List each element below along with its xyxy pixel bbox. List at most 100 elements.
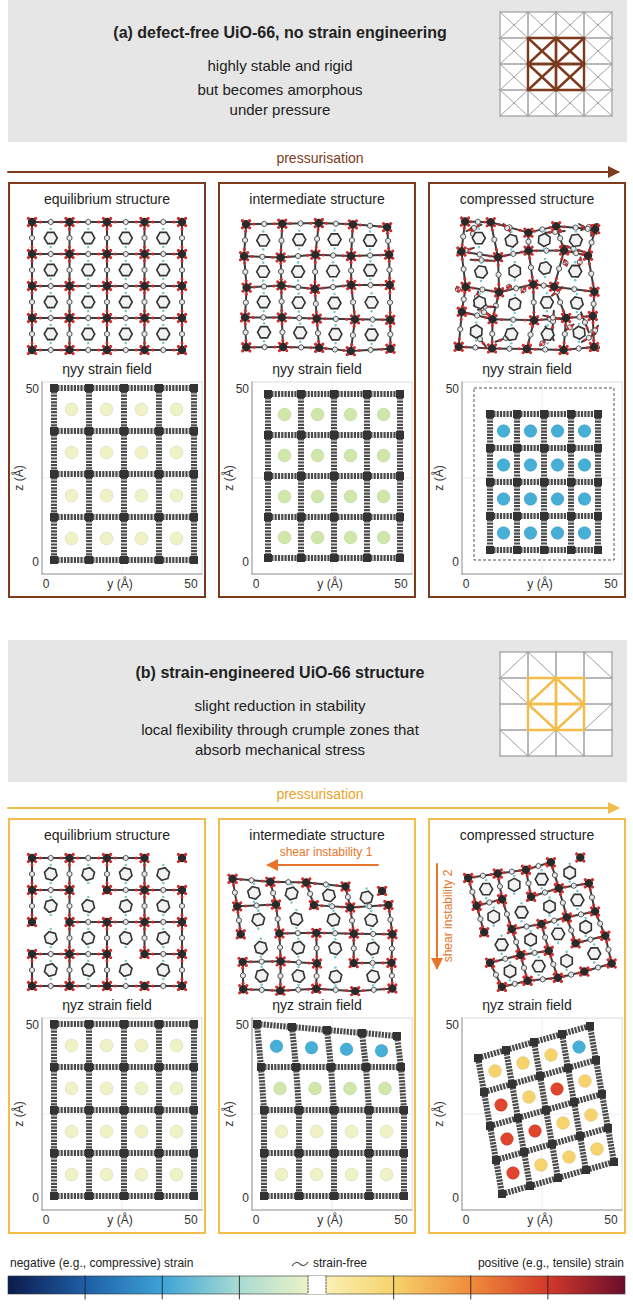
oxygen-atom (275, 963, 278, 966)
benzene-ring (257, 296, 270, 307)
benzene-ring (161, 315, 166, 321)
oxygen-atom (391, 257, 394, 260)
lattice-edge (556, 90, 557, 116)
oxygen-atom (559, 245, 562, 248)
benzene-ring (257, 235, 270, 246)
lattice-edge (528, 678, 556, 679)
oxygen-atom (350, 912, 353, 915)
benzene-ring (292, 970, 305, 983)
oxygen-atom (382, 229, 385, 232)
oxygen-atom (143, 309, 146, 312)
benzene-ring (540, 296, 553, 308)
oxygen-atom (106, 292, 109, 295)
oxygen-atom (139, 892, 142, 895)
oxygen-atom (60, 985, 63, 988)
hydrogen-atom (49, 864, 52, 867)
lattice-edge (584, 730, 612, 731)
benzene-ring (279, 269, 284, 275)
oxygen-atom (106, 260, 109, 263)
oxygen-atom (106, 960, 109, 963)
oxygen-atom (554, 348, 557, 351)
oxygen-atom (532, 291, 535, 294)
oxygen-atom (27, 352, 30, 355)
oxygen-atom (177, 313, 180, 316)
lattice-edge (584, 38, 612, 39)
oxygen-atom (109, 924, 112, 927)
hydrogen-atom (49, 914, 52, 917)
oxygen-atom (468, 289, 471, 292)
oxygen-atom (532, 311, 535, 314)
lattice-edge (500, 90, 528, 91)
benzene-ring (67, 935, 72, 941)
oxygen-atom (232, 883, 235, 886)
benzene-ring (249, 877, 254, 883)
benzene-ring (475, 313, 480, 319)
lattice-edge (584, 704, 612, 705)
benzene-ring (573, 225, 578, 231)
oxygen-atom (314, 261, 317, 264)
oxygen-atom (484, 316, 487, 319)
oxygen-atom (114, 285, 117, 288)
oxygen-atom (147, 352, 150, 355)
oxygen-atom (184, 249, 187, 252)
oxygen-atom (461, 305, 464, 308)
oxygen-atom (114, 221, 117, 224)
lattice-edge (583, 38, 585, 64)
oxygen-atom (60, 253, 63, 256)
oxygen-atom (235, 881, 238, 884)
benzene-ring (67, 299, 72, 305)
oxygen-atom (39, 221, 42, 224)
oxygen-atom (143, 228, 146, 231)
hydrogen-atom (124, 246, 127, 249)
oxygen-atom (348, 219, 351, 222)
oxygen-atom (494, 287, 497, 290)
lattice-diagonal (556, 64, 584, 90)
lattice-diagonal (528, 12, 556, 38)
lattice-diagonal (556, 64, 584, 90)
benzene-ring (67, 267, 72, 273)
oxygen-atom (151, 221, 154, 224)
lattice-edge (584, 678, 585, 704)
hydrogen-atom (162, 978, 165, 981)
oxygen-atom (288, 316, 291, 319)
lattice-thumbnail (500, 12, 612, 116)
oxygen-atom (390, 955, 393, 958)
oxygen-atom (232, 908, 235, 911)
lattice-diagonal (500, 652, 528, 678)
oxygen-atom (317, 284, 320, 287)
oxygen-atom (553, 292, 556, 295)
oxygen-atom (345, 909, 348, 912)
oxygen-atom (392, 287, 395, 290)
oxygen-atom (388, 277, 391, 280)
oxygen-atom (244, 904, 247, 907)
benzene-ring (507, 346, 512, 352)
lattice-edge (612, 12, 613, 38)
oxygen-atom (39, 317, 42, 320)
oxygen-atom (386, 232, 389, 235)
oxygen-atom (383, 988, 386, 991)
lattice-edge (612, 64, 613, 90)
hydrogen-atom (370, 324, 373, 327)
oxygen-atom (139, 281, 142, 284)
oxygen-atom (492, 312, 495, 315)
oxygen-atom (184, 288, 187, 291)
lattice-diagonal (528, 38, 556, 64)
oxygen-atom (560, 257, 563, 260)
oxygen-atom (265, 877, 268, 880)
lattice-edge (528, 37, 556, 39)
lattice-edge (556, 652, 584, 653)
oxygen-atom (64, 885, 67, 888)
oxygen-atom (531, 275, 534, 278)
benzene-ring (86, 983, 91, 989)
lattice-edge (584, 704, 585, 730)
oxygen-atom (102, 860, 105, 863)
lattice-diagonal (584, 704, 612, 730)
benzene-ring (333, 987, 338, 993)
oxygen-atom (102, 917, 105, 920)
hydrogen-atom (49, 228, 52, 231)
thumbnail-frame (500, 12, 612, 116)
benzene-ring (123, 251, 128, 257)
oxygen-atom (307, 962, 310, 965)
oxygen-atom (102, 949, 105, 952)
benzene-ring (30, 267, 35, 273)
